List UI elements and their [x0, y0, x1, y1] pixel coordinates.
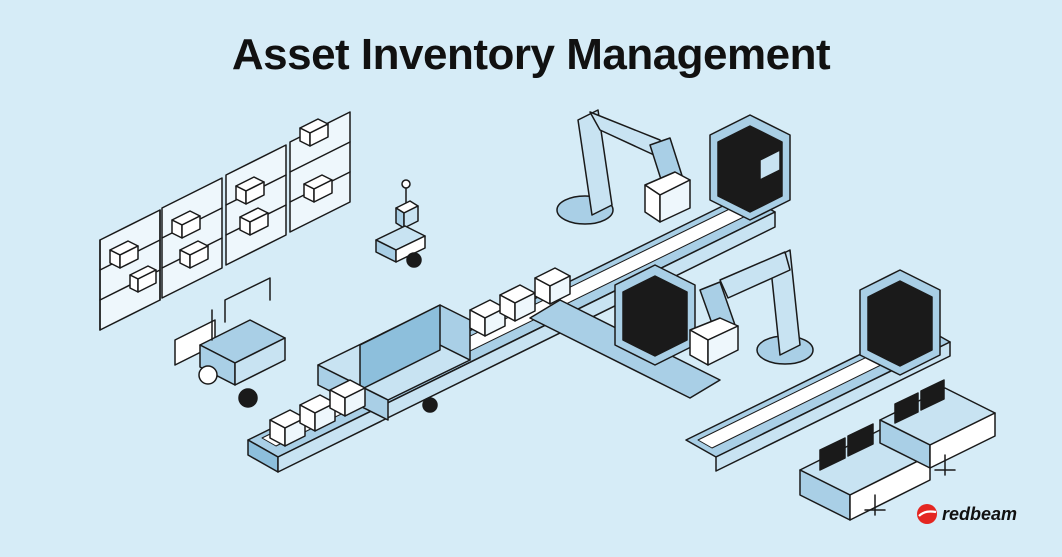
package-box [299, 394, 336, 432]
forklift [174, 277, 286, 408]
tunnel-machine-upper [709, 114, 791, 221]
page-title: Asset Inventory Management [231, 30, 831, 79]
robot-arm-upper [556, 109, 691, 225]
tunnel-machine-left [317, 304, 471, 421]
workstations [799, 379, 996, 521]
robot-arm-lower [689, 249, 814, 366]
conveyor-boxes [269, 267, 571, 447]
brand-logo: redbeam [916, 500, 1017, 528]
package-box [534, 267, 571, 305]
tunnel-machine-right [859, 269, 941, 376]
package-box [469, 299, 506, 337]
storage-rack [161, 177, 223, 299]
tunnel-machine-middle [614, 264, 696, 366]
scanning-robot [375, 179, 426, 268]
brand-name: redbeam [942, 503, 1018, 524]
workstation-desk [879, 379, 996, 476]
package-box [329, 379, 366, 417]
storage-rack [225, 144, 287, 266]
storage-racks [99, 111, 351, 331]
storage-rack [289, 111, 351, 233]
redbeam-swoosh-icon [917, 504, 937, 524]
package-box [269, 409, 306, 447]
storage-rack [99, 209, 161, 331]
